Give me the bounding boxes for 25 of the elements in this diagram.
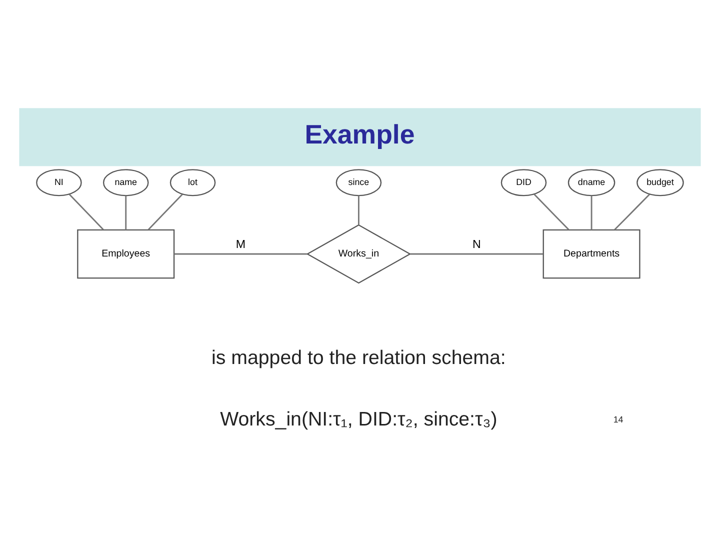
label: 14: [613, 414, 624, 424]
connector: [148, 193, 183, 230]
connector: [358, 195, 360, 224]
label: Works_in(NI:τ₁, DID:τ₂, since:τ₃): [220, 408, 498, 430]
node-box: Employees: [77, 228, 175, 278]
edge-label: M: [236, 238, 246, 251]
diagram-title: Example: [304, 118, 415, 149]
node-ellipse: budget: [636, 168, 684, 196]
node-diamond: Works_in: [306, 224, 412, 284]
connector: [590, 195, 592, 230]
node-ellipse: name: [102, 168, 149, 196]
node-ellipse: NI: [36, 168, 82, 196]
edge-label: N: [472, 238, 481, 251]
node-box: Departments: [542, 228, 640, 278]
node-ellipse: dname: [568, 168, 616, 196]
label: is mapped to the relation schema:: [212, 346, 506, 368]
connector: [614, 193, 650, 230]
connector: [534, 193, 570, 230]
node-ellipse: DID: [500, 168, 547, 196]
connector: [410, 252, 544, 254]
node-ellipse: since: [336, 168, 382, 196]
connector: [68, 193, 104, 230]
connector: [125, 195, 127, 230]
connector: [174, 252, 308, 254]
node-ellipse: lot: [170, 168, 216, 196]
